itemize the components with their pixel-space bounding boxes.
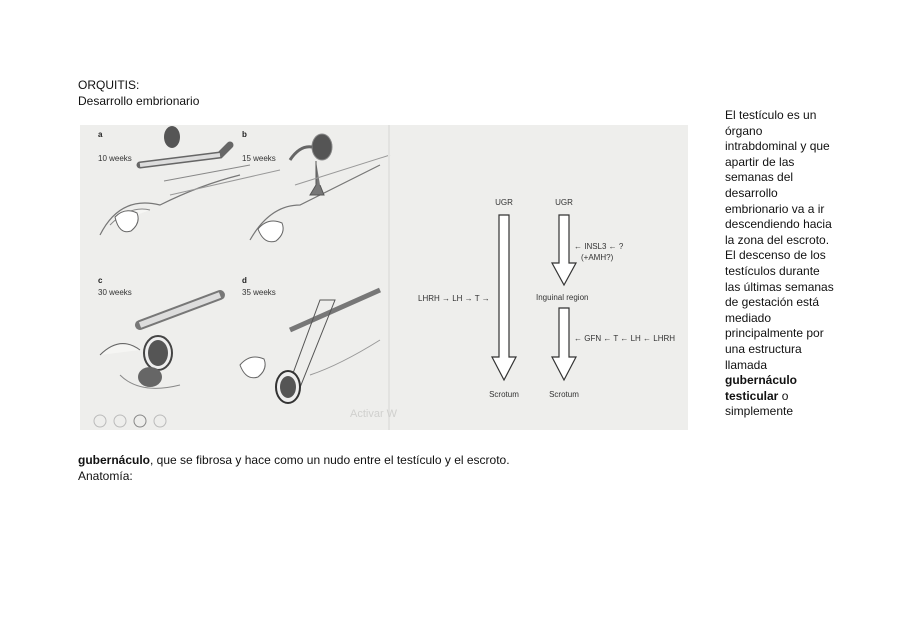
title-orquitis: ORQUITIS: [78, 78, 140, 92]
hormone-diagram: UGR UGR LHRH → LH → T → ← INSL3 ← ? (+AM… [418, 198, 675, 399]
panel-b-letter: b [242, 130, 247, 139]
bottom-rest: , que se fibrosa y hace como un nudo ent… [150, 453, 510, 467]
player-controls [93, 414, 167, 428]
sidebar-text: El testículo es un órgano intrabdominal … [725, 108, 837, 420]
lhrh-chain: LHRH → LH → T → [418, 294, 490, 303]
insl3-label: ← INSL3 ← ? [574, 242, 624, 251]
panel-c: c 30 weeks [98, 276, 225, 389]
embryology-figure: a 10 weeks b 15 weeks c 30 weeks [80, 125, 716, 430]
anatomia-heading: Anatomía: [78, 469, 133, 483]
gfn-chain: ← GFN ← T ← LH ← LHRH [574, 334, 675, 343]
panel-a-letter: a [98, 130, 103, 139]
ugr-left: UGR [495, 198, 513, 207]
panel-a: a 10 weeks [98, 126, 281, 236]
inguinal-region-label: Inguinal region [536, 293, 588, 302]
panel-d-weeks: 35 weeks [242, 288, 276, 297]
panel-b: b 15 weeks [242, 130, 391, 243]
scrotum-right: Scrotum [549, 390, 579, 399]
sidebar-paragraph-1: El testículo es un órgano intrabdominal … [725, 108, 832, 247]
ugr-right: UGR [555, 198, 573, 207]
arrow-inguinal-scrotum [551, 307, 577, 382]
scrotum-left: Scrotum [489, 390, 519, 399]
panel-d-letter: d [242, 276, 247, 285]
panel-c-weeks: 30 weeks [98, 288, 132, 297]
panel-a-weeks: 10 weeks [98, 154, 132, 163]
figure-illustration: a 10 weeks b 15 weeks c 30 weeks [93, 125, 675, 430]
bottom-bold-term: gubernáculo [78, 453, 151, 467]
bottom-line-1: gubernáculo, que se fibrosa y hace como … [78, 452, 718, 468]
sidebar-paragraph-2-end: o simplemente [725, 388, 794, 419]
arrow-ugr-scrotum-left [491, 214, 517, 382]
amh-label: (+AMH?) [581, 253, 614, 262]
sidebar-paragraph-2-start: El descenso de los testículos durante la… [725, 248, 834, 372]
arrow-ugr-inguinal [550, 214, 578, 287]
subtitle-desarrollo: Desarrollo embrionario [78, 94, 200, 108]
watermark-text: Activar W [350, 408, 398, 420]
figure-margin [688, 125, 716, 430]
panel-c-letter: c [98, 276, 103, 285]
panel-b-weeks: 15 weeks [242, 154, 276, 163]
panel-d: d 35 weeks [239, 276, 382, 404]
sidebar-bold-term: gubernáculo testicular [725, 373, 798, 403]
